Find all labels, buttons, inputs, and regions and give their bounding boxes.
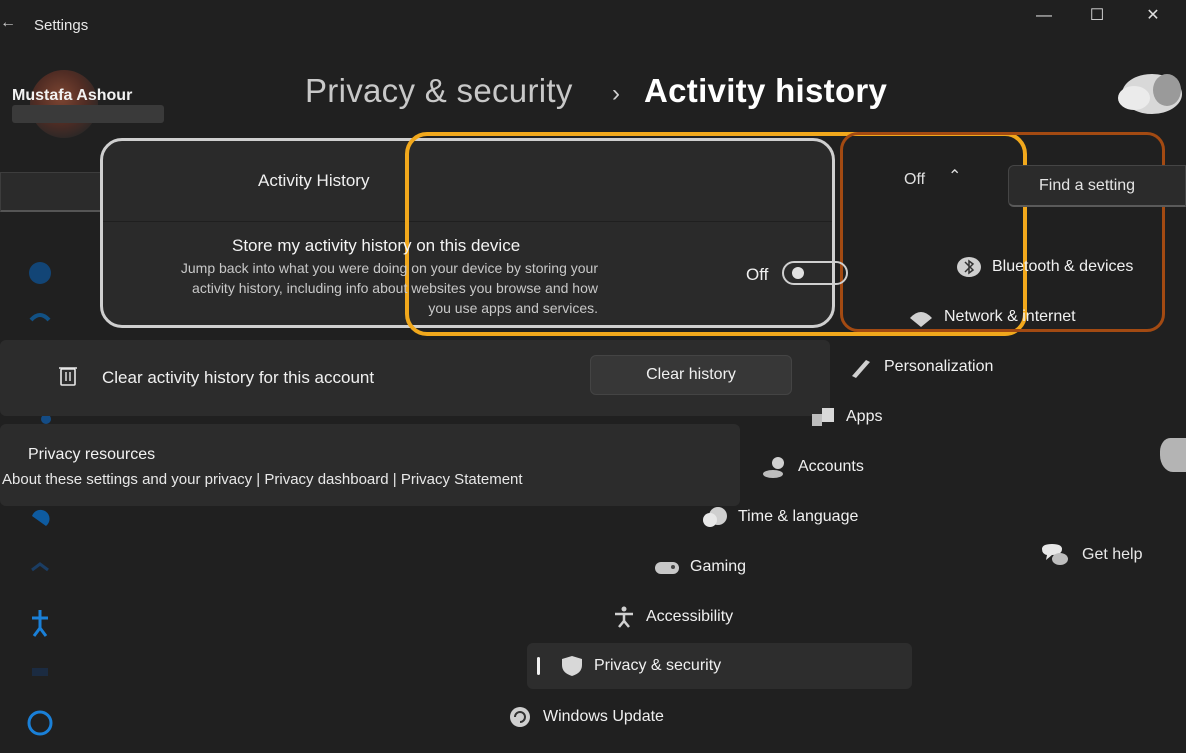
trash-icon <box>59 367 77 386</box>
search-input[interactable]: Find a setting <box>1008 165 1186 207</box>
minimize-button[interactable]: — <box>1036 7 1052 24</box>
cloud-icon <box>1118 74 1182 114</box>
person-icon <box>763 457 784 478</box>
refresh-icon <box>510 707 530 727</box>
bluetooth-icon <box>957 257 981 277</box>
store-history-title: Store my activity history on this device <box>232 236 521 255</box>
help-icon <box>1042 544 1068 565</box>
decorative-shape <box>1160 438 1186 472</box>
nav-item-personalization[interactable]: Personalization <box>848 352 993 382</box>
brush-icon <box>852 360 870 378</box>
store-history-description: Jump back into what you were doing on yo… <box>180 260 598 316</box>
nav-item-privacy-security[interactable]: Privacy & security <box>558 651 721 681</box>
window-title: Settings <box>34 17 89 34</box>
page-title: Activity history <box>644 72 888 109</box>
maximize-button[interactable]: ☐ <box>1089 7 1105 24</box>
toggle-knob <box>792 267 804 279</box>
clock-globe-icon <box>32 509 50 526</box>
nav-item-accounts[interactable]: Accounts <box>762 452 864 482</box>
clear-history-label: Clear activity history for this account <box>102 368 375 387</box>
accessibility-icon <box>32 610 48 637</box>
clear-history-button[interactable]: Clear history <box>590 355 792 395</box>
privacy-resources-title: Privacy resources <box>28 446 156 463</box>
wifi-icon <box>910 312 932 327</box>
search-placeholder: Find a setting <box>1039 177 1136 194</box>
activity-history-panel <box>100 138 835 328</box>
highlight-frame <box>405 132 1027 336</box>
highlight-frame-secondary <box>840 132 1165 332</box>
breadcrumb-separator-icon: › <box>612 80 620 107</box>
privacy-resources-panel <box>0 424 740 506</box>
refresh-icon <box>27 710 53 736</box>
store-history-toggle-label: Off <box>746 265 769 284</box>
nav-item-bluetooth[interactable]: Bluetooth & devices <box>956 252 1133 282</box>
gamepad-icon <box>655 562 679 574</box>
clock-globe-icon <box>703 507 727 527</box>
user-name: Mustafa Ashour <box>12 87 133 104</box>
nav-item-accessibility[interactable]: Accessibility <box>610 602 733 632</box>
gamepad-icon <box>31 562 49 572</box>
nav-item-windows-update[interactable]: Windows Update <box>507 702 664 732</box>
wifi-icon <box>29 313 51 322</box>
accessibility-icon <box>615 606 633 628</box>
privacy-resources-links[interactable]: About these settings and your privacy | … <box>2 471 523 488</box>
avatar[interactable] <box>30 70 98 138</box>
nav-item-time-language[interactable]: Time & language <box>702 502 858 532</box>
back-arrow-icon[interactable]: ← <box>0 14 16 31</box>
apps-icon <box>812 408 834 426</box>
nav-item-gaming[interactable]: Gaming <box>654 552 746 582</box>
store-history-toggle[interactable] <box>782 261 848 285</box>
nav-item-network[interactable]: Network & internet <box>908 302 1076 332</box>
panel-divider <box>103 221 832 222</box>
apps-icon <box>41 414 51 424</box>
nav-item-apps[interactable]: Apps <box>810 402 882 432</box>
shield-icon <box>32 668 48 676</box>
nav-active-background <box>527 643 912 689</box>
user-email-placeholder <box>12 105 164 123</box>
chevron-up-icon[interactable]: ⌃ <box>948 168 962 185</box>
close-button[interactable]: ✕ <box>1146 7 1160 24</box>
breadcrumb-parent[interactable]: Privacy & security <box>305 72 573 109</box>
active-indicator <box>537 657 540 675</box>
activity-history-state: Off <box>904 171 926 188</box>
shield-icon <box>562 656 582 676</box>
get-help-link[interactable]: Get help <box>1040 543 1142 567</box>
bluetooth-icon <box>29 262 51 284</box>
activity-history-title: Activity History <box>258 171 370 190</box>
